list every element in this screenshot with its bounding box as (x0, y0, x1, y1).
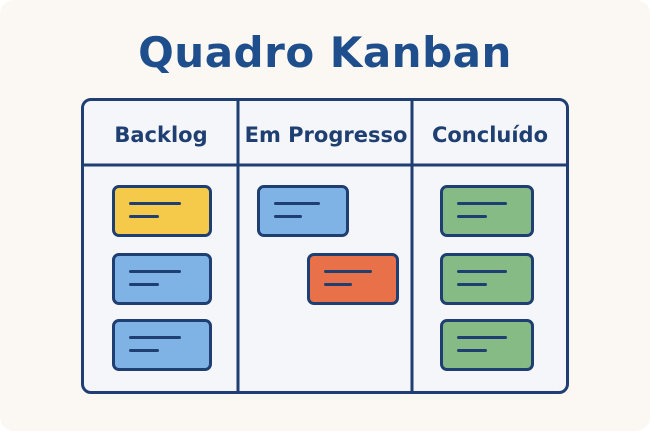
kanban-card[interactable] (440, 185, 534, 237)
column-header-em-progresso: Em Progresso (244, 123, 408, 147)
page-title: Quadro Kanban (138, 28, 512, 77)
kanban-card[interactable] (307, 253, 399, 305)
kanban-card[interactable] (257, 185, 349, 237)
column-header-concluido: Concluído (431, 123, 549, 147)
board-grid-lines (84, 101, 566, 391)
kanban-card[interactable] (112, 319, 212, 371)
kanban-card[interactable] (112, 185, 212, 237)
kanban-card[interactable] (112, 253, 212, 305)
column-header-backlog: Backlog (114, 123, 208, 147)
kanban-card[interactable] (440, 253, 534, 305)
kanban-board: Backlog Em Progresso Concluído (81, 98, 569, 394)
kanban-card[interactable] (440, 319, 534, 371)
